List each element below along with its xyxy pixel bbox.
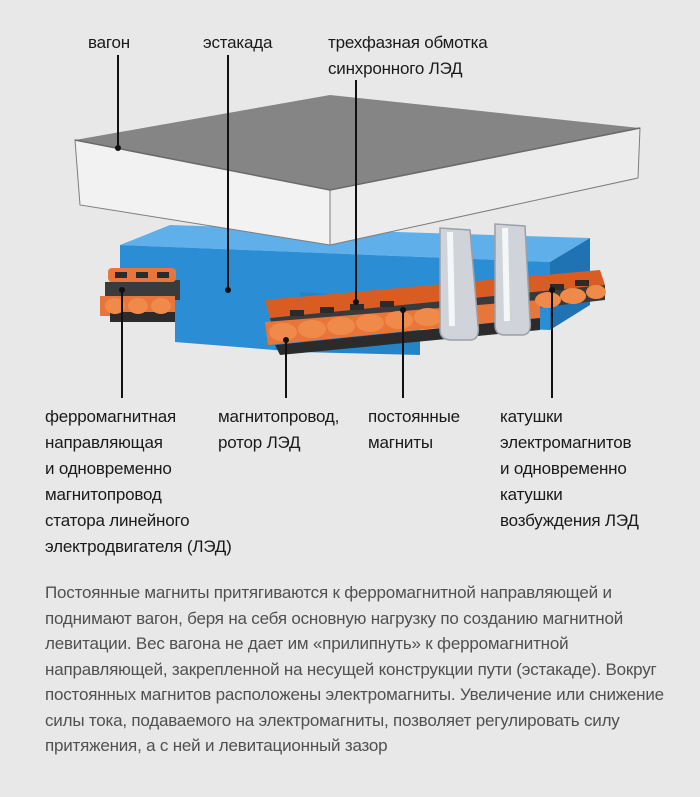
label-coils: катушки электромагнитов и одновременно к…: [500, 407, 639, 530]
wagon-body: [74, 95, 641, 246]
leader-lines: [117, 55, 553, 398]
label-winding: трехфазная обмотка синхронного ЛЭД: [328, 33, 488, 78]
caption-text: Постоянные магниты притягиваются к ферро…: [45, 583, 664, 755]
label-overpass: эстакада: [203, 33, 273, 52]
label-magnetic-core: магнитопровод, ротор ЛЭД: [218, 407, 340, 452]
leader-dots: [115, 145, 555, 343]
maglev-diagram: [74, 55, 641, 398]
winding-loops: [439, 223, 532, 341]
label-wagon: вагон: [88, 33, 130, 52]
left-guide-rail: [100, 268, 180, 322]
label-permanent-magnets: постоянные магниты: [368, 407, 460, 452]
label-ferro-guide: ферромагнитная направляющая и одновремен…: [45, 407, 232, 556]
